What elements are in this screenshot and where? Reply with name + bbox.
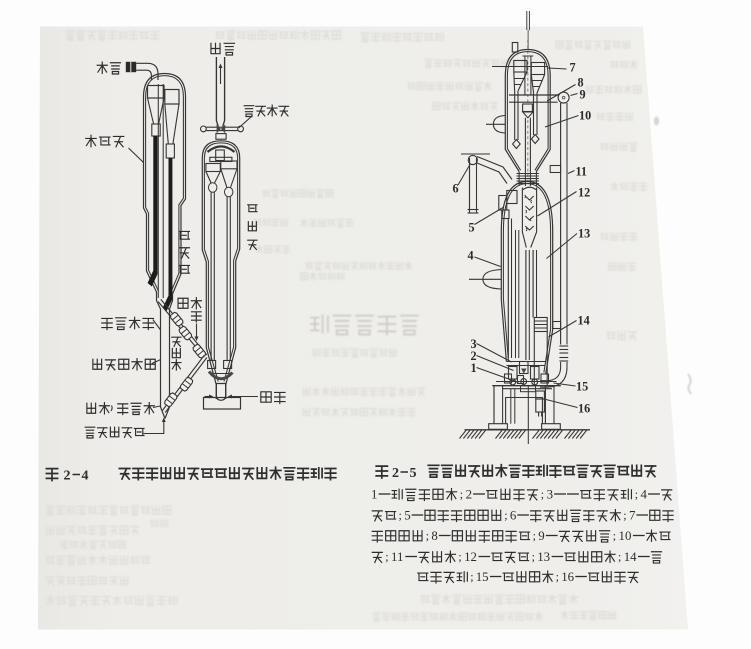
svg-text:2: 2 — [64, 469, 71, 484]
svg-text:;: ; — [618, 550, 621, 564]
svg-text:5: 5 — [410, 466, 417, 481]
svg-text:5: 5 — [404, 508, 410, 522]
svg-text:6: 6 — [510, 508, 517, 522]
svg-text:;: ; — [385, 550, 388, 564]
svg-text:4: 4 — [468, 249, 474, 263]
svg-text:14: 14 — [624, 550, 637, 564]
svg-text:13: 13 — [578, 227, 590, 241]
svg-text:7: 7 — [629, 508, 636, 522]
svg-text:16: 16 — [578, 402, 590, 416]
svg-text:12: 12 — [578, 186, 590, 200]
svg-text:;: ; — [458, 550, 461, 564]
svg-text:16: 16 — [561, 570, 574, 584]
svg-text:;: ; — [460, 487, 463, 501]
svg-text:;: ; — [533, 529, 536, 543]
svg-text:;: ; — [613, 529, 616, 543]
svg-text:8: 8 — [578, 76, 584, 90]
svg-text:13: 13 — [537, 550, 550, 564]
svg-text:;: ; — [623, 508, 626, 522]
svg-text:10: 10 — [619, 529, 632, 543]
svg-text:;: ; — [504, 508, 507, 522]
svg-text:3: 3 — [471, 337, 477, 351]
svg-text:2: 2 — [466, 487, 472, 501]
svg-text:;: ; — [426, 529, 429, 543]
svg-text:;: ; — [470, 570, 473, 584]
svg-text:2: 2 — [392, 466, 399, 481]
svg-text:8: 8 — [431, 529, 437, 543]
svg-text:10: 10 — [579, 109, 591, 123]
svg-text:;: ; — [532, 550, 535, 564]
svg-text:4: 4 — [82, 469, 89, 484]
svg-text:;: ; — [635, 487, 638, 501]
svg-text:9: 9 — [538, 529, 544, 543]
svg-text:15: 15 — [476, 570, 489, 584]
svg-text:4: 4 — [641, 487, 648, 501]
svg-text:11: 11 — [576, 165, 588, 179]
svg-text:7: 7 — [570, 61, 576, 75]
svg-text:1: 1 — [471, 361, 477, 375]
svg-text:9: 9 — [580, 88, 586, 102]
svg-text:5: 5 — [469, 221, 475, 235]
svg-text:11: 11 — [391, 550, 403, 564]
svg-text:1: 1 — [371, 487, 377, 501]
svg-text:3: 3 — [547, 487, 553, 501]
svg-text:15: 15 — [576, 380, 588, 394]
svg-text:;: ; — [556, 570, 559, 584]
svg-text:12: 12 — [464, 550, 477, 564]
svg-text:6: 6 — [453, 182, 459, 196]
svg-text:;: ; — [541, 487, 544, 501]
svg-text:;: ; — [399, 508, 402, 522]
svg-text:2: 2 — [471, 349, 477, 363]
svg-text:14: 14 — [578, 314, 590, 328]
